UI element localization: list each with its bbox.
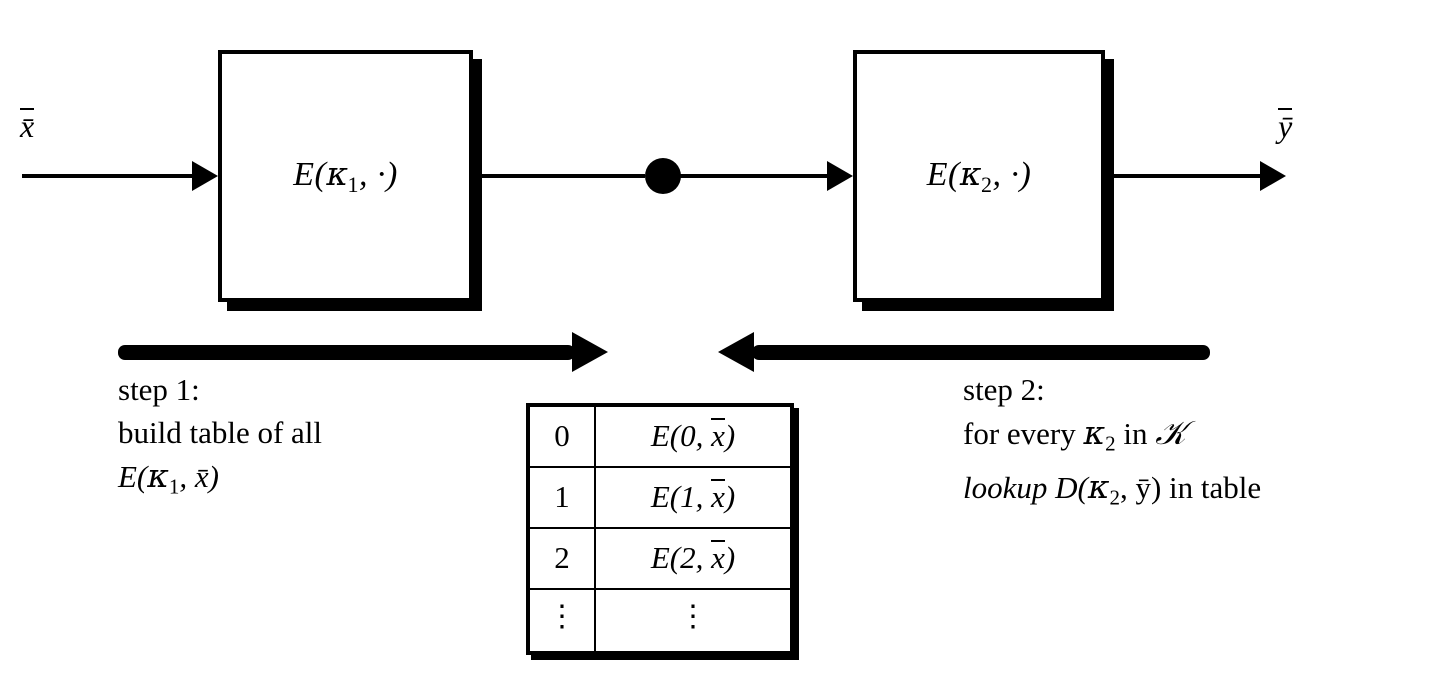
encryption-block-2[interactable]: E(κ2, ·) <box>853 50 1105 302</box>
middle-wire-right <box>679 174 831 178</box>
step-1-heading: step 1: <box>118 372 200 407</box>
input-wire <box>22 174 194 178</box>
table-row-ellipsis: ⋮ ⋮ <box>530 587 790 651</box>
middle-wire-left <box>473 174 645 178</box>
table-cell-value: E(1, x) <box>594 465 790 529</box>
step-1-kappa-glyph: κ <box>147 456 169 495</box>
encryption-block-1-label: E(κ1, ·) <box>293 154 398 197</box>
table-cell-value-ellipsis: ⋮ <box>594 587 790 651</box>
step-2-lookup-kappa-glyph: κ <box>1087 467 1110 507</box>
input-arrowhead-icon <box>192 161 218 191</box>
table-cell-value: E(0, x) <box>594 407 790 468</box>
step-2-lookup-formula: lookup D(κ2, ȳ) in table <box>963 467 1262 510</box>
step-1-kappa-subscript: 1 <box>168 474 180 499</box>
output-signal-label: ȳ <box>1278 108 1293 145</box>
table-cell-key: 0 <box>530 407 596 468</box>
step-2-arrow-shaft <box>752 345 1210 360</box>
input-signal-overbar: x̄ <box>20 108 35 144</box>
step-2-arrowhead-icon <box>718 332 754 372</box>
keyspace-script-k-glyph: 𝒦 <box>1155 413 1186 452</box>
step-1-formula: E(κ1, x̄) <box>118 456 219 499</box>
precomputed-lookup-table[interactable]: 0 E(0, x) 1 E(1, x) 2 E(2, x) ⋮ ⋮ <box>526 403 794 655</box>
step-2-kappa-subscript: 2 <box>1105 431 1116 456</box>
kappa-subscript-1: 1 <box>347 171 359 197</box>
step-2-description: for every κ2 in 𝒦 <box>963 413 1186 456</box>
table-row[interactable]: 0 E(0, x) <box>530 407 790 468</box>
output-arrowhead-icon <box>1260 161 1286 191</box>
output-signal-overbar: ȳ <box>1278 108 1293 144</box>
middle-arrowhead-icon <box>827 161 853 191</box>
kappa-subscript-2: 2 <box>980 171 993 197</box>
step-1-arrowhead-icon <box>572 332 608 372</box>
table-cell-value: E(2, x) <box>594 526 790 590</box>
encryption-block-1[interactable]: E(κ1, ·) <box>218 50 473 302</box>
table-cell-key: 2 <box>530 526 596 590</box>
table-row[interactable]: 1 E(1, x) <box>530 465 790 529</box>
step-2-lookup-kappa-subscript: 2 <box>1109 485 1120 510</box>
output-wire <box>1105 174 1262 178</box>
step-2-heading: step 2: <box>963 372 1045 407</box>
step-1-description: build table of all <box>118 415 323 450</box>
kappa-glyph-1: κ <box>326 154 349 194</box>
encryption-block-2-label: E(κ2, ·) <box>926 154 1032 197</box>
junction-dot-icon <box>645 158 681 194</box>
input-signal-label: x̄ <box>20 108 35 145</box>
table-row[interactable]: 2 E(2, x) <box>530 526 790 590</box>
step-2-caption: step 2: for every κ2 in 𝒦 lookup D(κ2, y… <box>963 368 1261 520</box>
step-1-arrow-shaft <box>118 345 575 360</box>
step-1-caption: step 1: build table of all E(κ1, x̄) <box>118 368 322 508</box>
kappa-glyph-2: κ <box>959 154 982 194</box>
table-cell-key: 1 <box>530 465 596 529</box>
step-2-kappa-glyph: κ <box>1083 413 1106 452</box>
table-cell-key-ellipsis: ⋮ <box>530 587 596 651</box>
